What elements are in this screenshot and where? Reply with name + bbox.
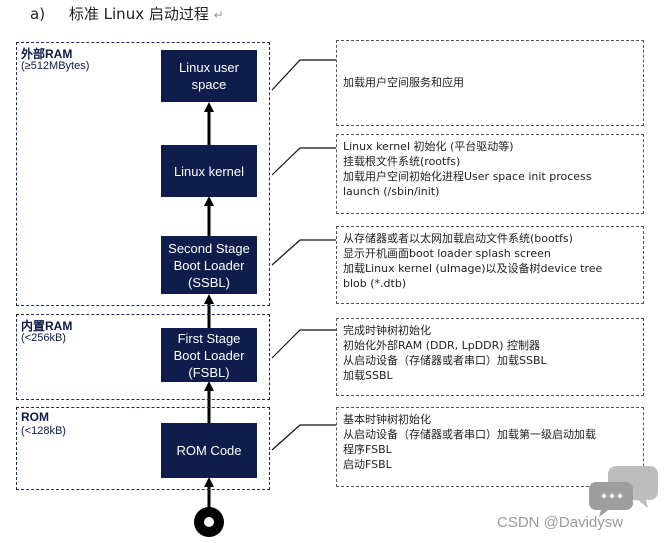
note-line: 从启动设备（存储器或者串口）加载SSBL [343,354,547,367]
callout-kernel [271,147,336,176]
note-ssbl: 从存储器或者以太网加载启动文件系统(bootfs) 显示开机画面boot loa… [336,226,644,304]
region-size: (≥512MBytes) [21,60,90,72]
heading-prefix: a) [30,5,46,23]
callout-fsbl [271,329,336,359]
note-line: blob (*.dtb) [343,277,407,290]
stage-ssbl: Second Stage Boot Loader (SSBL) [161,236,257,294]
figure-heading: a) 标准 Linux 启动过程 ↵ [30,3,224,24]
stage-rom-code: ROM Code [161,423,257,478]
heading-title: 标准 Linux 启动过程 [68,5,209,23]
note-line: 程序FSBL [343,443,392,456]
note-line: 从存储器或者以太网加载启动文件系统(bootfs) [343,232,573,245]
region-external-ram: 外部RAM (≥512MBytes) [16,42,270,306]
chat-bubble-icon [589,466,658,517]
note-line: 从启动设备（存储器或者串口）加载第一级启动加载 [343,428,596,441]
note-rom: 基本时钟树初始化 从启动设备（存储器或者串口）加载第一级启动加载 程序FSBL … [336,407,644,487]
note-user-space: 加载用户空间服务和应用 [336,40,644,126]
stage-fsbl: First Stage Boot Loader (FSBL) [161,328,257,382]
region-internal-ram: 内置RAM (<256kB) [16,314,270,400]
note-line: Linux kernel 初始化 (平台驱动等) [343,140,514,153]
region-title: 外部RAM [21,47,73,61]
note-line: 加载Linux kernel (uImage)以及设备树device tree [343,262,603,275]
callout-ssbl [271,239,336,266]
note-line: 显示开机画面boot loader splash screen [343,247,551,260]
callout-rom [271,424,336,451]
stage-linux-user-space: Linux user space [161,50,257,102]
region-size: (<128kB) [21,425,66,437]
note-line: 加载用户空间服务和应用 [343,76,464,89]
note-line: 完成时钟树初始化 [343,324,431,337]
start-node-outer [194,507,224,537]
note-kernel: Linux kernel 初始化 (平台驱动等) 挂载根文件系统(rootfs)… [336,134,644,214]
region-title: ROM [21,410,49,424]
note-line: launch (/sbin/init) [343,185,440,198]
note-line: 加载SSBL [343,369,393,382]
region-size: (<256kB) [21,332,66,344]
start-node-inner [204,517,214,527]
watermark: CSDN @Davidysw [497,514,624,531]
note-fsbl: 完成时钟树初始化 初始化外部RAM (DDR, LpDDR) 控制器 从启动设备… [336,318,644,396]
return-mark: ↵ [213,8,224,22]
note-line: 启动FSBL [343,458,392,471]
note-line: 加载用户空间初始化进程User space init process [343,170,592,183]
note-line: 挂载根文件系统(rootfs) [343,155,461,168]
note-line: 初始化外部RAM (DDR, LpDDR) 控制器 [343,339,541,352]
region-title: 内置RAM [21,319,73,333]
note-line: 基本时钟树初始化 [343,413,431,426]
region-rom: ROM (<128kB) [16,407,270,490]
stage-linux-kernel: Linux kernel [161,145,257,197]
callout-user-space [271,59,336,91]
